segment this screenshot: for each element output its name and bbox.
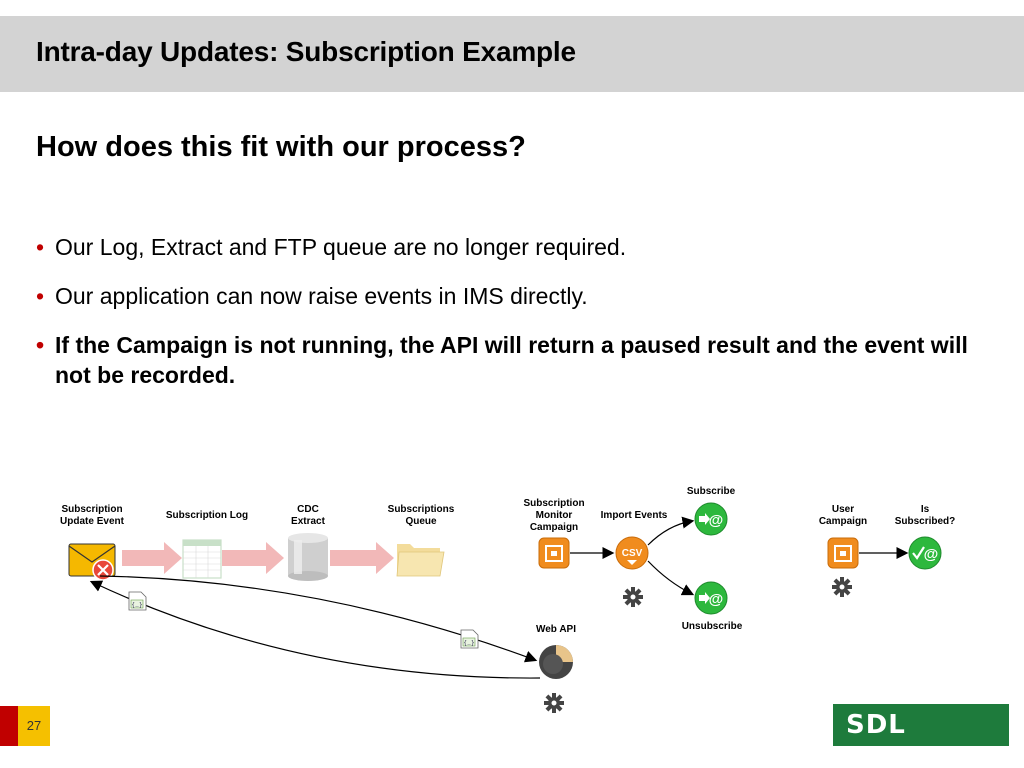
title-bar: [0, 16, 1024, 92]
slide-title: Intra-day Updates: Subscription Example: [36, 36, 576, 67]
label-line: Update Event: [60, 516, 124, 527]
label-line: Campaign: [818, 516, 868, 527]
svg-text:{..}: {..}: [131, 602, 143, 609]
label-line: Subscriptions: [387, 504, 455, 515]
label-line: Subscription: [523, 498, 585, 509]
label-user-campaign: User Campaign: [808, 504, 878, 528]
label-cdc-extract: CDC Extract: [278, 504, 338, 528]
bullet-list: • Our Log, Extract and FTP queue are no …: [36, 232, 976, 409]
svg-text:@: @: [709, 591, 724, 608]
bullet-item: • If the Campaign is not running, the AP…: [36, 330, 976, 390]
bullet-dot-icon: •: [36, 283, 45, 309]
subscribe-icon: @: [694, 502, 728, 536]
page-number-box: [18, 706, 50, 746]
label-line: Extract: [291, 516, 325, 527]
svg-text:@: @: [924, 546, 939, 563]
label-line: CDC: [297, 504, 319, 515]
label-subscriptions-queue: Subscriptions Queue: [381, 504, 461, 528]
label-line: Queue: [405, 516, 437, 527]
gear-icon: [832, 577, 852, 597]
bullet-item: • Our application can now raise events i…: [36, 281, 976, 311]
folder-icon: [396, 544, 445, 577]
unsubscribe-icon: @: [694, 581, 728, 615]
gear-icon: [544, 693, 564, 713]
label-line: User: [831, 504, 855, 515]
sdl-logo: [833, 704, 1009, 746]
document-icon: {..}: [460, 629, 479, 649]
label-line: Subscription: [61, 504, 123, 515]
svg-text:@: @: [709, 512, 724, 529]
flow-arrow: [647, 516, 695, 546]
label-line: Subscribed?: [894, 516, 956, 527]
label-is-subscribed: Is Subscribed?: [887, 504, 963, 528]
label-web-api: Web API: [535, 624, 576, 635]
gear-icon: [623, 587, 643, 607]
bullet-dot-icon: •: [36, 234, 45, 260]
label-subscription-monitor-campaign: Subscription Monitor Campaign: [516, 498, 592, 534]
faded-arrow: [330, 542, 394, 574]
faded-arrow: [122, 542, 182, 574]
label-line: Campaign: [529, 522, 579, 533]
label-line: Is: [920, 504, 930, 515]
document-icon: {..}: [128, 591, 147, 611]
database-icon: [288, 533, 328, 581]
spreadsheet-icon: [182, 539, 222, 579]
bullet-text: Our application can now raise events in …: [55, 283, 588, 309]
label-import-events: Import Events: [600, 510, 668, 521]
bullet-text: Our Log, Extract and FTP queue are no lo…: [55, 234, 627, 260]
label-subscription-update-event: Subscription Update Event: [52, 504, 132, 528]
label-line: Monitor: [535, 510, 573, 521]
label-subscribe: Subscribe: [686, 486, 736, 497]
csv-import-icon: CSV: [615, 536, 649, 570]
bullet-item: • Our Log, Extract and FTP queue are no …: [36, 232, 976, 262]
faded-arrow: [222, 542, 284, 574]
flow-arrow: [89, 580, 541, 679]
svg-text:{..}: {..}: [463, 640, 475, 647]
page-number: 27: [26, 718, 42, 733]
web-api-icon: [539, 645, 573, 679]
bullet-dot-icon: •: [36, 332, 45, 358]
error-icon: [92, 559, 114, 581]
sdl-logo-text: SDL: [846, 710, 906, 740]
label-unsubscribe: Unsubscribe: [681, 621, 743, 632]
campaign-icon: [538, 537, 570, 569]
flow-arrow: [647, 560, 695, 596]
campaign-icon: [827, 537, 859, 569]
svg-text:CSV: CSV: [622, 548, 643, 559]
check-subscribed-icon: @: [908, 536, 942, 570]
footer-accent-strip: [0, 706, 18, 746]
bullet-text: If the Campaign is not running, the API …: [55, 332, 968, 388]
label-subscription-log: Subscription Log: [165, 510, 249, 521]
slide-heading: How does this fit with our process?: [36, 131, 526, 163]
